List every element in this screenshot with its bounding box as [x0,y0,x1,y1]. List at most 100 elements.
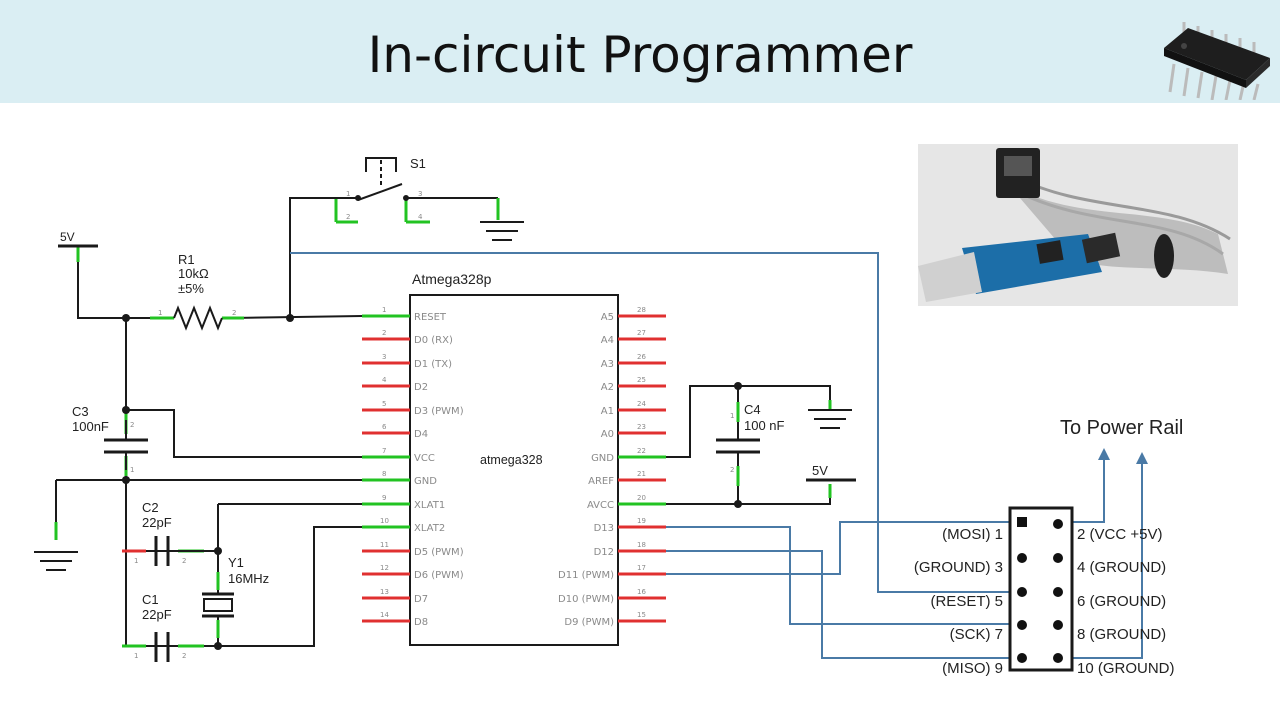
pin-label: A2 [601,382,614,393]
pin-number: 16 [637,588,646,596]
pin-label: D0 (RX) [414,335,453,346]
pin-number: 20 [637,494,646,502]
ground-symbol-c4 [808,409,852,429]
pin-number: 2 [130,421,134,429]
pin-number: 23 [637,423,646,431]
pin-number: 6 [382,423,387,431]
pin-number: 4 [418,213,423,221]
pin-number: 13 [380,588,389,596]
pin-label: D10 (PWM) [558,594,614,605]
capacitor-c1-name: C1 [142,592,159,607]
capacitor-c3-name: C3 [72,404,89,419]
pin-label: D13 [594,523,614,534]
page-title: In-circuit Programmer [367,26,913,84]
pin-label: AREF [588,476,614,487]
pin-number: 19 [637,517,646,525]
pin-label: A0 [601,429,614,440]
supply-5v-right-label: 5V [812,463,828,478]
pin-number: 7 [382,447,386,455]
crystal-y1-value: 16MHz [228,571,269,586]
chip-center-label: atmega328 [480,453,543,467]
pin-number: 2 [730,466,734,474]
pin-number: 24 [637,400,646,408]
title-bar [0,0,1280,103]
pin-number: 2 [182,557,186,565]
pin-number: 2 [382,329,386,337]
pin-label: D6 (PWM) [414,570,464,581]
switch-s1-label: S1 [410,156,426,171]
capacitor-c2-value: 22pF [142,515,172,530]
capacitor-c2-symbol [154,536,170,566]
pin-number: 1 [730,412,734,420]
isp-header-pins [1017,517,1063,663]
isp-signal-wires [290,252,1143,659]
header-pin-label: (MOSI) 1 [942,526,1003,543]
pin-label: A4 [601,335,614,346]
pin-number: 1 [382,306,386,314]
pin-number: 8 [382,470,386,478]
pin-label: RESET [414,312,447,323]
pin-number: 9 [382,494,386,502]
pin-number: 28 [637,306,646,314]
pin-number: 2 [346,213,350,221]
capacitor-c3-symbol [104,438,148,454]
capacitor-c4-symbol [716,438,760,454]
pin-label: XLAT2 [414,523,445,534]
pin-label: D11 (PWM) [558,570,614,581]
black-wires [55,197,856,647]
ground-symbol-switch [480,221,524,241]
pin-label: D4 [414,429,428,440]
header-pin-label: 8 (GROUND) [1077,626,1166,643]
supply-5v-label: 5V [60,230,75,244]
pin-label: A1 [601,406,614,417]
capacitor-c2-name: C2 [142,500,159,515]
pin-number: 22 [637,447,646,455]
resistor-r1-symbol [173,305,223,331]
pin-number: 12 [380,564,389,572]
usbasp-programmer-photo [918,144,1238,306]
chip-right-pins [618,314,666,623]
pin-number: 2 [232,309,236,317]
pin-label: D8 [414,617,428,628]
pin-number: 3 [382,353,386,361]
ground-wire [1058,462,1143,659]
pin-label: GND [414,476,437,487]
pin-number: 26 [637,353,646,361]
pin-label: A5 [601,312,614,323]
pin-number: 2 [182,652,186,660]
header-pin-label: (SCK) 7 [950,626,1003,643]
pin-label: D3 (PWM) [414,406,464,417]
pin-number: 4 [382,376,387,384]
pin-number: 1 [134,557,138,565]
capacitor-c3-value: 100nF [72,419,109,434]
pin-label: D5 (PWM) [414,547,464,558]
mosi-wire [666,521,1022,575]
capacitor-c1-symbol [154,632,170,662]
header-pin-label: (GROUND) 3 [914,559,1003,576]
pin-number: 18 [637,541,646,549]
chip-left-pins [362,314,410,623]
junction-dots [122,314,742,650]
header-pin-label: 4 (GROUND) [1077,559,1166,576]
miso-wire [666,550,1022,659]
pin-number: 14 [380,611,389,619]
pin-label: AVCC [587,500,614,511]
pin-number: 1 [158,309,162,317]
pin-number: 3 [418,190,422,198]
pin-number: 1 [130,466,134,474]
header-pin-label: 6 (GROUND) [1077,593,1166,610]
capacitor-c4-value: 100 nF [744,418,785,433]
pin-number: 21 [637,470,646,478]
pin-label: D1 (TX) [414,359,452,370]
pin-number: 25 [637,376,646,384]
header-pin-label: 2 (VCC +5V) [1077,526,1162,543]
header-pin-label: 10 (GROUND) [1077,660,1175,677]
pin-number: 1 [346,190,350,198]
pin-number: 5 [382,400,386,408]
crystal-y1-symbol [202,590,234,620]
capacitor-c1-value: 22pF [142,607,172,622]
pin-number: 11 [380,541,389,549]
capacitor-c4-name: C4 [744,402,761,417]
ic-chip-icon [1164,22,1270,100]
pin-label: D7 [414,594,428,605]
